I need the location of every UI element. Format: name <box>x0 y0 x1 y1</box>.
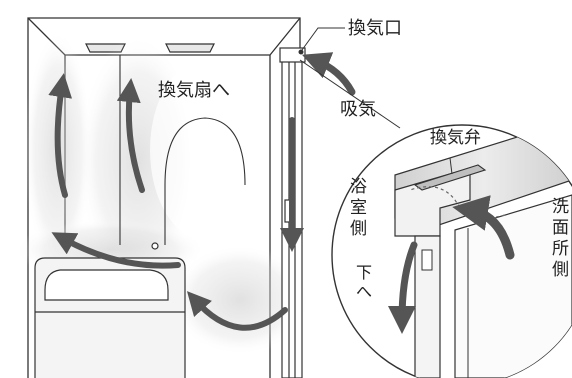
vent-valve-plate <box>413 164 487 191</box>
arrow-up-center <box>116 78 145 193</box>
label-washroom-side-3: 所 <box>552 239 569 259</box>
leader-lines <box>298 27 401 129</box>
label-washroom-side-1: 洗 <box>552 197 569 217</box>
arrow-up-left <box>48 73 73 198</box>
label-vent-opening: 換気口 <box>348 18 402 39</box>
intake-arrow <box>302 52 356 96</box>
vent-opening-leader <box>301 27 345 51</box>
vent-opening-dot <box>298 49 304 55</box>
label-vent-valve: 換気弁 <box>430 128 481 148</box>
window-arch <box>164 117 246 186</box>
ceiling-vent-right <box>165 43 215 53</box>
stile-notch <box>421 249 433 271</box>
label-bathroom-side-1: 浴 <box>350 177 367 197</box>
zoom-leader <box>299 59 401 129</box>
label-washroom-side-4: 側 <box>552 260 569 280</box>
zoom-detail <box>331 124 572 378</box>
label-bathroom-side-2: 室 <box>350 198 367 218</box>
label-downward-1: 下 <box>356 263 372 282</box>
downward-arrow <box>388 241 418 334</box>
valve-leader <box>449 157 453 175</box>
bathtub <box>34 242 186 378</box>
label-downward-2: へ <box>356 282 372 301</box>
faucet-knob <box>151 242 159 250</box>
arrow-floor-return <box>186 291 288 331</box>
label-washroom-side-2: 面 <box>552 218 569 238</box>
airflow-arrows <box>48 73 304 331</box>
label-to-fan: 換気扇へ <box>158 80 230 101</box>
label-bathroom-side-3: 側 <box>350 219 367 239</box>
arrow-over-tub <box>51 232 181 269</box>
door-panel <box>454 194 572 378</box>
label-intake: 吸気 <box>340 99 376 120</box>
washroom-inflow-arrow <box>452 195 515 260</box>
